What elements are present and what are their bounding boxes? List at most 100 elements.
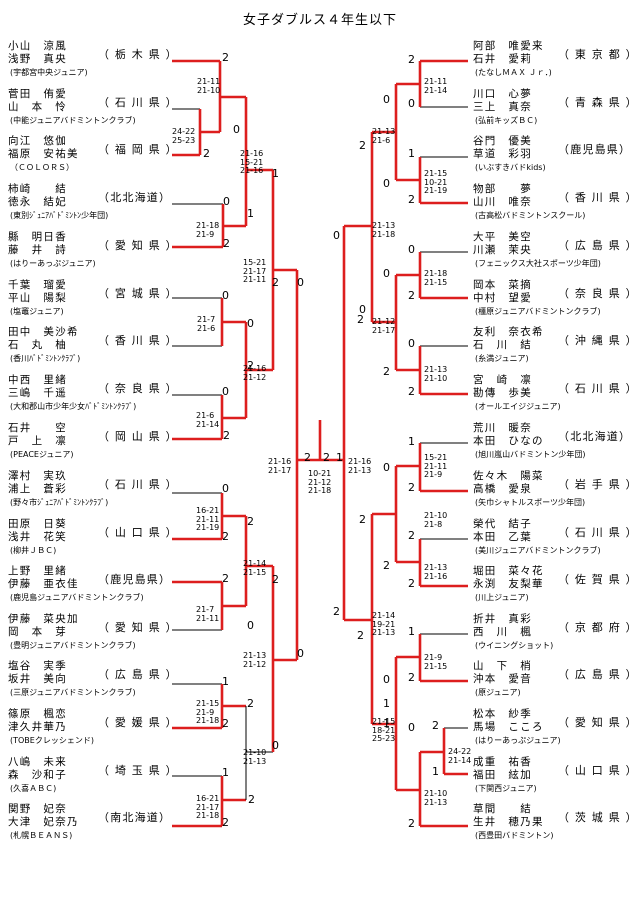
round-result: 1 bbox=[408, 147, 415, 160]
score-text: 21-13 21-18 bbox=[372, 221, 396, 239]
prefecture-label: （鹿児島県） bbox=[98, 573, 172, 586]
prefecture-label: （ 沖 縄 県 ） bbox=[558, 334, 638, 347]
prefecture-label: （ 宮 城 県 ） bbox=[98, 287, 178, 300]
score-text: 21-15 18-21 25-23 bbox=[372, 717, 396, 743]
player-name: 浅井 花笑 bbox=[8, 531, 67, 543]
prefecture-label: （ 奈 良 県 ） bbox=[558, 287, 638, 300]
score-text: 15-21 21-17 21-11 bbox=[243, 258, 267, 284]
player-name: 小山 涼風 bbox=[8, 40, 67, 52]
club-name: (大和郡山市少年少女ﾊﾞﾄﾞﾐﾝﾄﾝｸﾗﾌﾞ) bbox=[10, 402, 137, 411]
player-name: 宮 崎 凛 bbox=[473, 374, 532, 386]
player-name: 上野 里緒 bbox=[8, 565, 67, 577]
round-result: 2 bbox=[222, 816, 229, 829]
round-result: 2 bbox=[357, 629, 364, 642]
round-result: 1 bbox=[222, 766, 229, 779]
score-text: 21-11 21-14 bbox=[424, 77, 448, 95]
round-result: 2 bbox=[248, 793, 255, 806]
score-text: 21-14 19-21 21-13 bbox=[372, 611, 396, 637]
score-text: 21-11 21-10 bbox=[197, 77, 221, 95]
club-name: (豊明ジュニアバドミントンクラブ) bbox=[10, 641, 136, 650]
club-name: (旭川嵐山バドミントン少年団) bbox=[475, 450, 586, 459]
round-result: 2 bbox=[247, 359, 254, 372]
round-result: 0 bbox=[222, 289, 229, 302]
round-result: 1 bbox=[408, 625, 415, 638]
round-result: 0 bbox=[408, 721, 415, 734]
player-name: 生井 穂乃果 bbox=[473, 816, 544, 828]
round-result: 1 bbox=[432, 765, 439, 778]
prefecture-label: （ 東 京 都 ） bbox=[558, 48, 638, 61]
round-result: 0 bbox=[222, 385, 229, 398]
prefecture-label: （ 石 川 県 ） bbox=[558, 526, 638, 539]
player-name: 福田 絃加 bbox=[473, 769, 532, 781]
player-name: 浅野 真央 bbox=[8, 53, 67, 65]
club-name: (中能ジュニアバドミントンクラブ) bbox=[10, 116, 136, 125]
round-result: 0 bbox=[408, 243, 415, 256]
prefecture-label: （ 福 岡 県 ） bbox=[98, 143, 178, 156]
score-text: 21-13 21-12 bbox=[243, 651, 267, 669]
round-result: 2 bbox=[222, 530, 229, 543]
prefecture-label: （ 茨 城 県 ） bbox=[558, 811, 638, 824]
round-result: 2 bbox=[222, 51, 229, 64]
player-name: 縣 明日香 bbox=[8, 231, 67, 243]
player-name: 大平 美空 bbox=[473, 231, 532, 243]
round-result: 1 bbox=[336, 451, 343, 464]
player-name: 千葉 瑠愛 bbox=[8, 279, 67, 291]
round-result: 2 bbox=[408, 385, 415, 398]
score-text: 21-10 21-13 bbox=[243, 748, 267, 766]
round-result: 2 bbox=[383, 365, 390, 378]
player-name: 藤 井 詩 bbox=[8, 244, 67, 256]
prefecture-label: （北北海道） bbox=[98, 191, 172, 204]
player-name: 勘傳 歩美 bbox=[473, 387, 532, 399]
prefecture-label: （ 愛 媛 県 ） bbox=[98, 716, 178, 729]
page-title: 女子ダブルス４年生以下 bbox=[242, 13, 397, 28]
score-text: 16-21 21-11 21-19 bbox=[196, 506, 220, 532]
player-name: 三上 真奈 bbox=[473, 101, 532, 113]
round-result: 2 bbox=[359, 513, 366, 526]
club-name: (オールエイジジュニア) bbox=[475, 402, 561, 411]
prefecture-label: （ 広 島 県 ） bbox=[558, 668, 638, 681]
score-text: 21-18 21-9 bbox=[196, 221, 220, 239]
club-name: (三原ジュニアバドミントンクラブ) bbox=[10, 688, 136, 697]
player-name: 成重 祐香 bbox=[473, 756, 532, 768]
player-name: 西 川 楓 bbox=[473, 626, 532, 638]
club-name: (野々市ｼﾞｭﾆｱﾊﾞﾄﾞﾐﾝﾄﾝｸﾗﾌﾞ) bbox=[10, 498, 109, 507]
round-result: 2 bbox=[333, 605, 340, 618]
round-result: 2 bbox=[359, 139, 366, 152]
score-text: 21-15 21-9 21-18 bbox=[196, 699, 220, 725]
player-name: 石 川 結 bbox=[473, 339, 532, 351]
round-result: 0 bbox=[383, 177, 390, 190]
prefecture-label: （ 愛 知 県 ） bbox=[98, 239, 178, 252]
round-result: 0 bbox=[222, 482, 229, 495]
round-result: 2 bbox=[408, 577, 415, 590]
prefecture-label: （ 石 川 県 ） bbox=[98, 96, 178, 109]
round-result: 1 bbox=[383, 697, 390, 710]
prefecture-label: （ 愛 知 県 ） bbox=[558, 716, 638, 729]
player-name: 岡 本 芽 bbox=[8, 626, 67, 638]
round-result: 0 bbox=[383, 461, 390, 474]
club-name: (古高松バドミントンスクール) bbox=[475, 211, 586, 220]
score-text: 21-15 10-21 21-19 bbox=[424, 169, 448, 195]
player-name: 高橋 愛泉 bbox=[473, 483, 532, 495]
player-name: 折井 真彩 bbox=[473, 613, 532, 625]
club-name: (塩竈ジュニア) bbox=[10, 307, 64, 316]
player-name: 本田 ひなの bbox=[473, 435, 544, 447]
club-name: (TOBEクレッシェンド) bbox=[10, 736, 94, 745]
score-text: 21-12 21-17 bbox=[372, 317, 396, 335]
player-name: 草道 彩羽 bbox=[473, 148, 532, 160]
round-result: 1 bbox=[272, 167, 279, 180]
round-result: 1 bbox=[408, 435, 415, 448]
round-result: 0 bbox=[297, 276, 304, 289]
club-name: (原ジュニア) bbox=[475, 688, 521, 697]
club-name: (はりーあっぷジュニア) bbox=[10, 259, 96, 268]
player-name: 平山 陽梨 bbox=[8, 292, 67, 304]
prefecture-label: （ 広 島 県 ） bbox=[558, 239, 638, 252]
prefecture-label: （ 石 川 県 ） bbox=[98, 478, 178, 491]
player-name: 田原 日葵 bbox=[8, 518, 67, 530]
club-name: (PEACEジュニア) bbox=[10, 450, 74, 459]
player-name: 塩谷 実季 bbox=[8, 660, 67, 672]
player-name: 石井 空 bbox=[8, 422, 67, 434]
club-name: (柳井ＪＢＣ) bbox=[10, 546, 57, 555]
score-text: 21-16 15-21 21-16 bbox=[240, 149, 264, 175]
prefecture-label: （ 埼 玉 県 ） bbox=[98, 764, 178, 777]
